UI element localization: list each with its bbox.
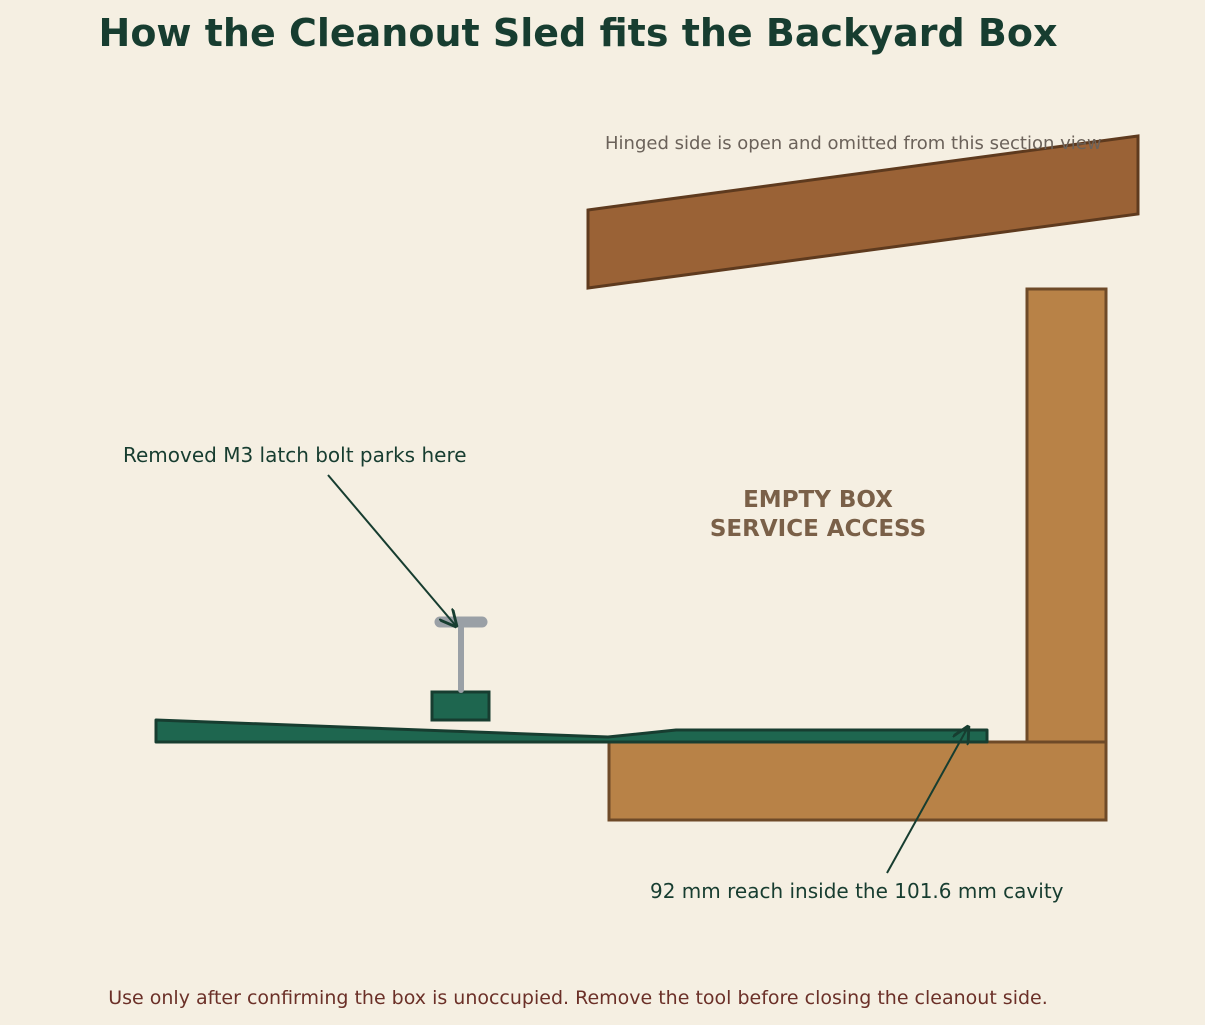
service-access-label: SERVICE ACCESS [710,516,926,542]
bolt-park-leader-arrow [327,474,456,626]
box-roof [586,134,1140,290]
box-floor [607,740,1108,822]
box-back-wall [1025,287,1108,744]
reach-callout: 92 mm reach inside the 101.6 mm cavity [650,879,1064,903]
hinged-side-note: Hinged side is open and omitted from thi… [605,133,1102,154]
footer-warning: Use only after confirming the box is uno… [108,987,1048,1009]
diagram-title: How the Cleanout Sled fits the Backyard … [99,11,1058,55]
m3-latch-bolt [434,616,488,693]
bolt-park-block [430,690,491,722]
reach-leader-arrow [886,727,968,874]
empty-box-label: EMPTY BOX [743,487,893,513]
bolt-park-callout: Removed M3 latch bolt parks here [123,443,467,467]
cleanout-sled [154,718,989,744]
